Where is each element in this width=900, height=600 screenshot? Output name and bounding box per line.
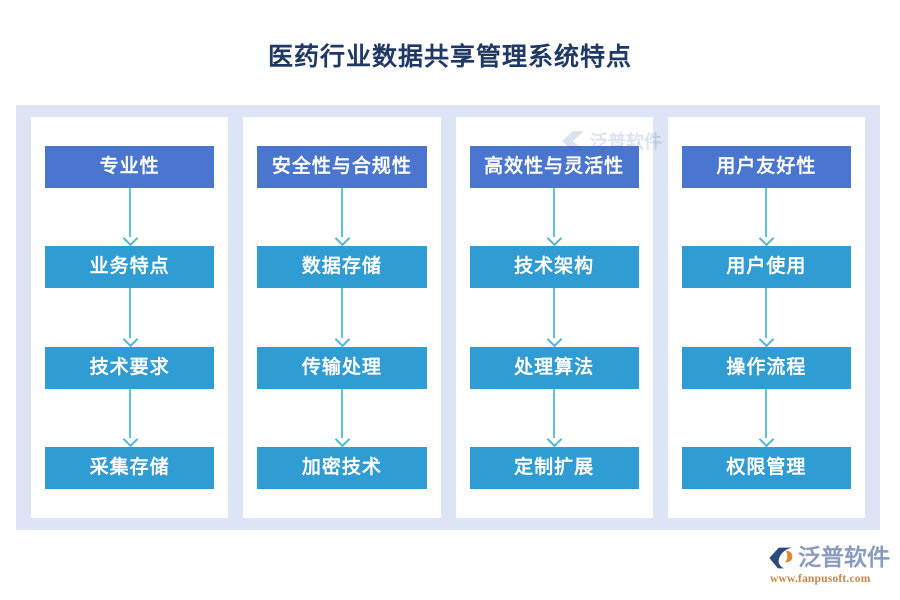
column-header-box[interactable]: 专业性 xyxy=(45,146,215,188)
logo-url: www.fanpusoft.com xyxy=(770,573,871,585)
step-box[interactable]: 采集存储 xyxy=(45,446,215,489)
arrow-head-icon xyxy=(334,331,351,347)
arrow-shaft xyxy=(553,188,556,238)
arrow-shaft xyxy=(765,188,768,238)
step-box[interactable]: 权限管理 xyxy=(681,446,851,489)
column-header-box[interactable]: 安全性与合规性 xyxy=(257,146,427,188)
arrow-shaft xyxy=(128,288,131,338)
step-box[interactable]: 操作流程 xyxy=(681,346,851,389)
step-box[interactable]: 技术要求 xyxy=(45,346,215,389)
arrow-shaft xyxy=(340,388,343,438)
arrow-shaft xyxy=(128,188,131,238)
step-box[interactable]: 用户使用 xyxy=(681,246,851,289)
arrow-shaft xyxy=(765,388,768,438)
arrow-head-icon xyxy=(759,231,775,247)
arrow-head-icon xyxy=(122,231,138,247)
arrow-shaft xyxy=(128,388,131,438)
arrow-connector xyxy=(257,388,426,448)
arrow-shaft xyxy=(553,288,556,338)
brand-logo[interactable]: 泛普软件 www.fanpusoft.com xyxy=(768,543,890,591)
step-box[interactable]: 数据存储 xyxy=(257,246,427,289)
arrow-head-icon xyxy=(334,231,351,247)
arrow-connector xyxy=(257,188,426,247)
arrow-shaft xyxy=(553,388,556,438)
arrow-connector xyxy=(257,288,426,347)
logo-name: 泛普软件 xyxy=(798,545,890,570)
arrow-head-icon xyxy=(122,431,138,448)
arrow-head-icon xyxy=(122,331,138,347)
arrow-connector xyxy=(470,288,639,347)
step-box[interactable]: 加密技术 xyxy=(257,446,427,489)
arrow-head-icon xyxy=(546,331,563,347)
arrow-connector xyxy=(682,388,851,448)
step-box[interactable]: 技术架构 xyxy=(469,246,639,289)
arrow-connector xyxy=(682,288,851,347)
arrow-shaft xyxy=(765,288,768,338)
arrow-shaft xyxy=(340,288,343,338)
column-header-box[interactable]: 用户友好性 xyxy=(681,146,851,188)
step-box[interactable]: 传输处理 xyxy=(257,346,427,389)
arrow-connector xyxy=(45,388,214,448)
flow-column-1: 专业性 业务特点 技术要求 采集存储 xyxy=(31,117,229,518)
logo-row: 泛普软件 xyxy=(768,543,890,573)
arrow-connector xyxy=(45,288,214,347)
page-title: 医药行业数据共享管理系统特点 xyxy=(267,44,632,71)
flow-column-3: 高效性与灵活性 技术架构 处理算法 定制扩展 xyxy=(455,117,653,518)
arrow-shaft xyxy=(340,188,343,238)
arrow-connector xyxy=(470,188,639,247)
arrow-connector xyxy=(45,188,214,247)
step-box[interactable]: 处理算法 xyxy=(469,346,639,389)
arrow-head-icon xyxy=(334,431,351,448)
arrow-connector xyxy=(682,188,851,247)
flow-column-2: 安全性与合规性 数据存储 传输处理 加密技术 xyxy=(243,117,441,518)
column-header-box[interactable]: 高效性与灵活性 xyxy=(469,146,639,188)
arrow-connector xyxy=(470,388,639,448)
arrow-head-icon xyxy=(546,231,563,247)
arrow-head-icon xyxy=(546,431,563,448)
diagram-frame: 专业性 业务特点 技术要求 采集存储 安全性与合规性 数据存储 传输处理 xyxy=(16,105,880,530)
step-box[interactable]: 业务特点 xyxy=(45,246,215,289)
step-box[interactable]: 定制扩展 xyxy=(469,446,639,489)
arrow-head-icon xyxy=(759,431,775,448)
arrow-head-icon xyxy=(759,331,775,347)
flow-column-4: 用户友好性 用户使用 操作流程 权限管理 xyxy=(667,117,865,518)
fanpu-logo-mark-icon xyxy=(769,547,793,569)
